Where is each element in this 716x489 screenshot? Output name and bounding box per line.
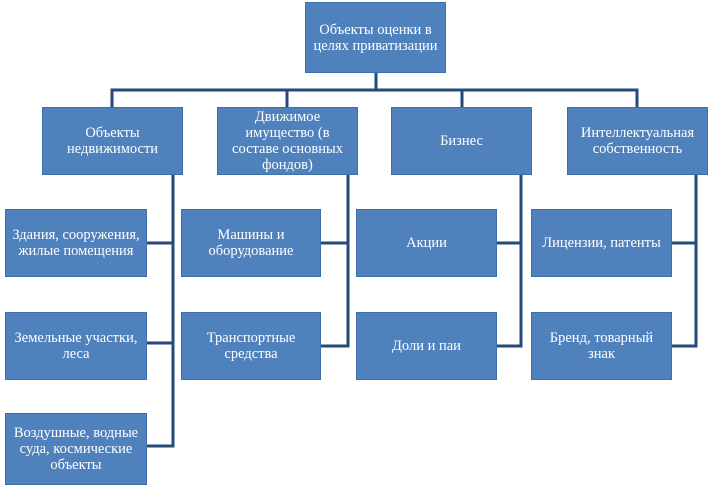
category-real-estate: Объекты недвижимости [42, 107, 183, 175]
category-label: Интеллектуальная собственность [580, 125, 695, 157]
category-intellectual-property: Интеллектуальная собственность [567, 107, 708, 175]
root-node: Объекты оценки в целях приватизации [305, 2, 446, 73]
item-machinery: Машины и оборудование [181, 209, 321, 277]
category-label: Объекты недвижимости [66, 125, 159, 157]
item-label: Машины и оборудование [208, 227, 294, 259]
category-label: Движимое имущество (в составе основных ф… [232, 109, 343, 173]
item-land: Земельные участки, леса [5, 312, 147, 380]
item-vessels: Воздушные, водные суда, космические объе… [5, 413, 147, 485]
item-licenses: Лицензии, патенты [531, 209, 672, 277]
item-label: Воздушные, водные суда, космические объе… [13, 425, 139, 473]
item-shares: Акции [356, 209, 497, 277]
item-label: Бренд, товарный знак [549, 330, 654, 362]
category-label: Бизнес [440, 133, 483, 149]
item-label: Акции [406, 235, 447, 251]
item-label: Транспортные средства [206, 330, 296, 362]
item-brand: Бренд, товарный знак [531, 312, 672, 380]
item-label: Земельные участки, леса [14, 330, 138, 362]
item-buildings: Здания, сооружения, жилые помещения [5, 209, 147, 277]
item-label: Доли и паи [392, 338, 461, 354]
item-vehicles: Транспортные средства [181, 312, 321, 380]
item-stakes: Доли и паи [356, 312, 497, 380]
item-label: Здания, сооружения, жилые помещения [12, 227, 140, 259]
item-label: Лицензии, патенты [542, 235, 661, 251]
category-business: Бизнес [391, 107, 532, 175]
root-node-label: Объекты оценки в целях приватизации [313, 21, 438, 54]
category-movable-property: Движимое имущество (в составе основных ф… [217, 107, 358, 175]
